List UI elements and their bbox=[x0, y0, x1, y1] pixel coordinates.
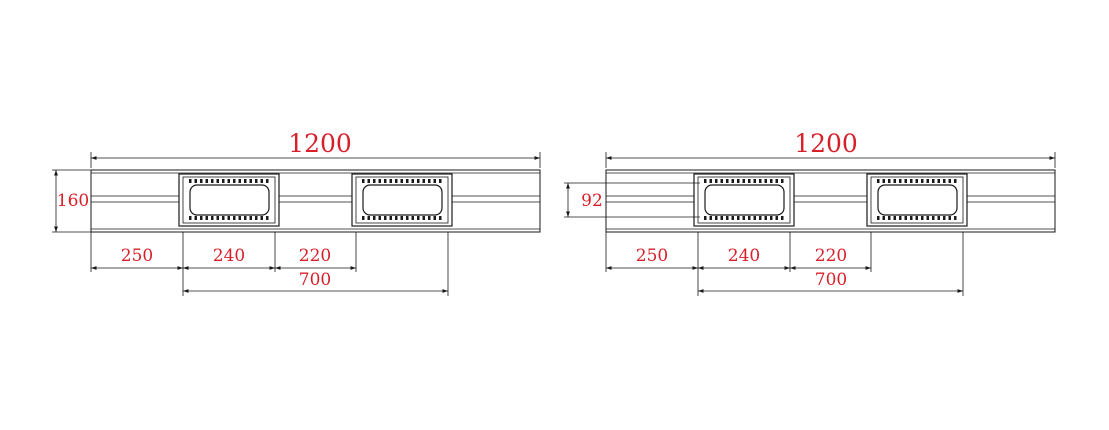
dim-span-label: 700 bbox=[815, 270, 847, 290]
dim-a-label: 250 bbox=[121, 246, 153, 266]
height-label: 160 bbox=[57, 191, 89, 211]
fork-opening-1 bbox=[178, 173, 280, 227]
left-view: 1200 160 bbox=[52, 129, 541, 296]
pallet-side-outline bbox=[90, 169, 541, 233]
dim-c-label: 220 bbox=[815, 246, 847, 266]
dim-a-label: 250 bbox=[636, 246, 668, 266]
dim-b-label: 240 bbox=[728, 246, 760, 266]
height-label: 92 bbox=[581, 191, 603, 211]
dim-c-label: 220 bbox=[299, 246, 331, 266]
fork-opening-2 bbox=[351, 173, 453, 227]
dim-span-label: 700 bbox=[299, 270, 331, 290]
right-view: 1200 92 250 2 bbox=[564, 129, 1056, 296]
overall-length-label: 1200 bbox=[794, 129, 858, 158]
overall-length-label: 1200 bbox=[288, 129, 352, 158]
fork-opening-2 bbox=[866, 173, 968, 227]
dim-b-label: 240 bbox=[213, 246, 245, 266]
pallet-side-outline bbox=[605, 169, 1056, 233]
fork-opening-1 bbox=[693, 173, 795, 227]
